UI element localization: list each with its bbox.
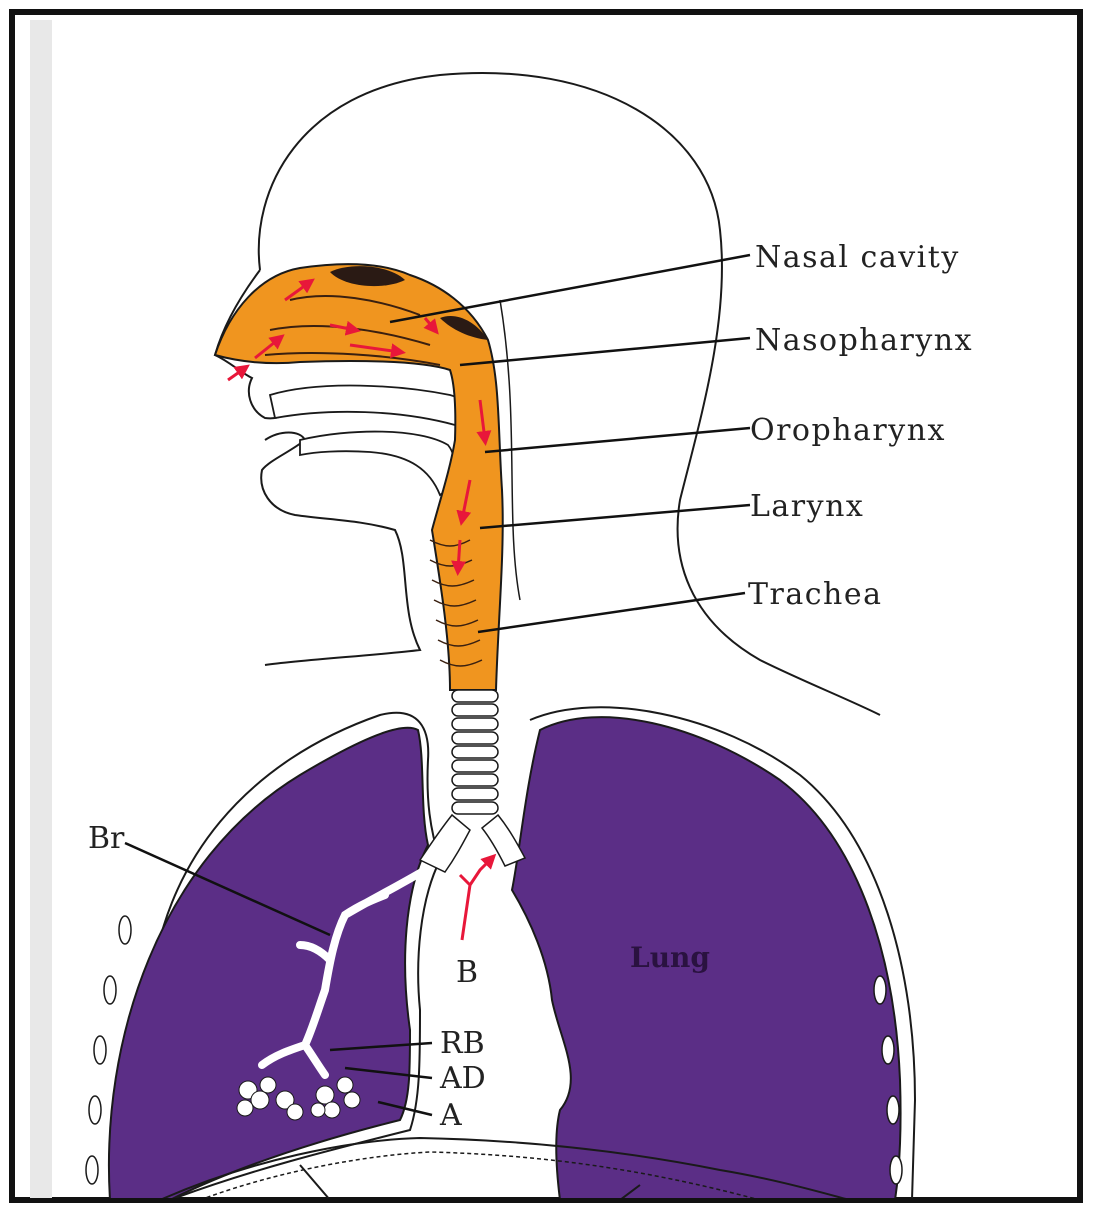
trachea-rings-lower (452, 690, 498, 814)
label-ad: AD (439, 1061, 486, 1096)
label-lung: Lung (630, 941, 710, 974)
label-nasopharynx: Nasopharynx (755, 323, 973, 358)
label-larynx: Larynx (750, 489, 864, 524)
label-nasal-cavity: Nasal cavity (755, 240, 960, 275)
label-rb: RB (440, 1026, 485, 1061)
label-b: B (456, 955, 478, 990)
label-br: Br (88, 821, 125, 856)
label-oropharynx: Oropharynx (750, 413, 946, 448)
page-shadow (30, 20, 52, 1198)
label-a: A (439, 1098, 462, 1133)
label-trachea: Trachea (748, 577, 883, 612)
